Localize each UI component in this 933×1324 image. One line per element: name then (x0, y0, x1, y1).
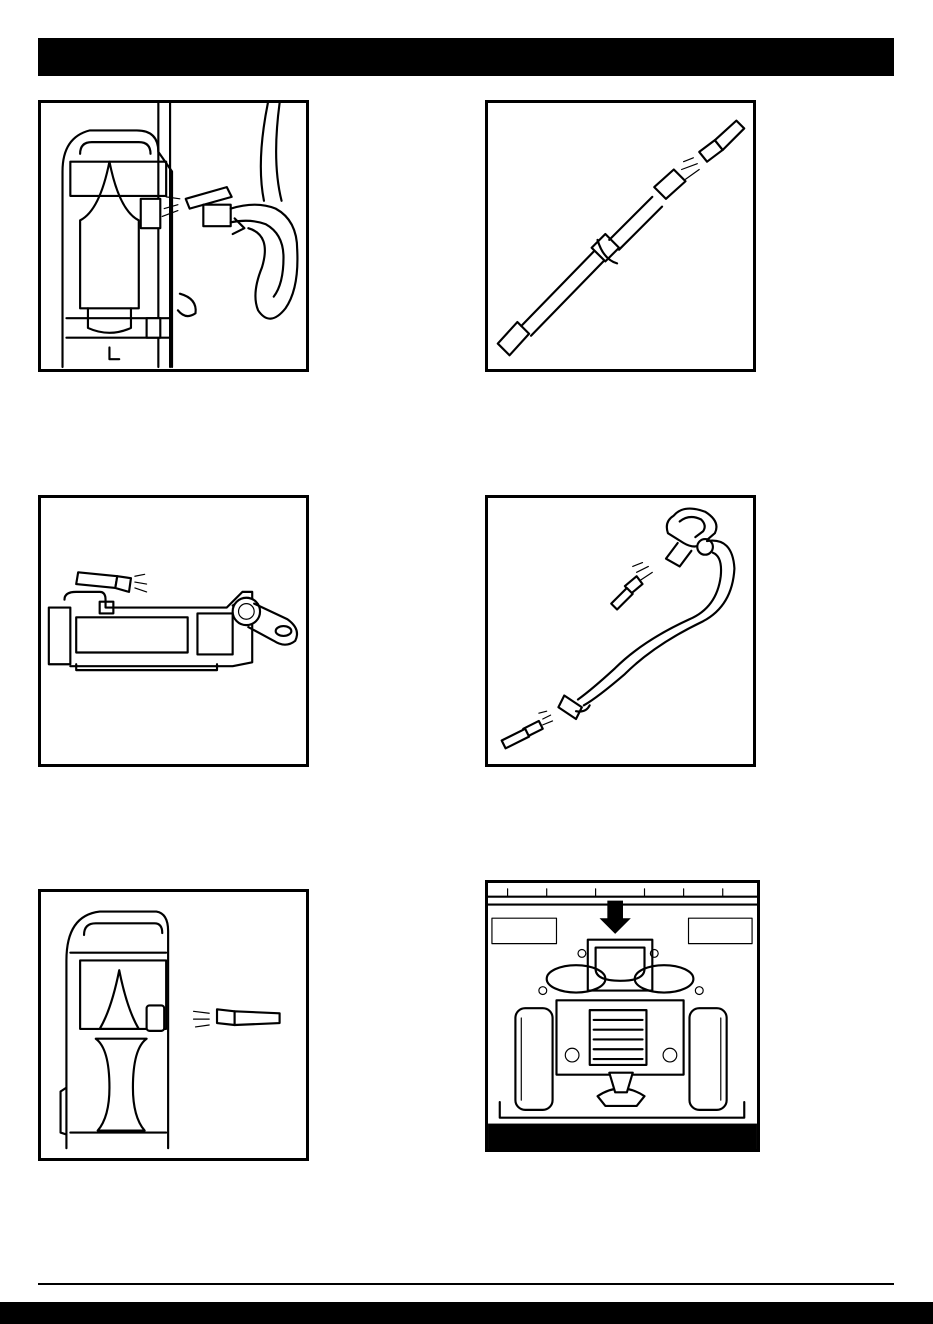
figure-handheld-pod (38, 495, 309, 767)
footer-rule (38, 1283, 894, 1285)
vacuum-hose-detach-icon (41, 103, 306, 369)
upright-canister-icon (41, 892, 306, 1158)
figure-upright-canister (38, 889, 309, 1161)
figure-hose-with-handle (485, 495, 756, 767)
figure-underside-wheels (485, 880, 760, 1152)
page-header-bar (38, 38, 894, 76)
hose-with-handle-icon (488, 498, 753, 764)
underside-wheels-icon (488, 883, 757, 1149)
figure-vacuum-hose-detach (38, 100, 309, 372)
down-arrow-icon (600, 901, 631, 934)
panel-footer-band (488, 1124, 757, 1149)
figure-extension-wand (485, 100, 756, 372)
bottom-edge-strip (0, 1302, 933, 1324)
handheld-pod-icon (41, 498, 306, 764)
extension-wand-icon (488, 103, 753, 369)
